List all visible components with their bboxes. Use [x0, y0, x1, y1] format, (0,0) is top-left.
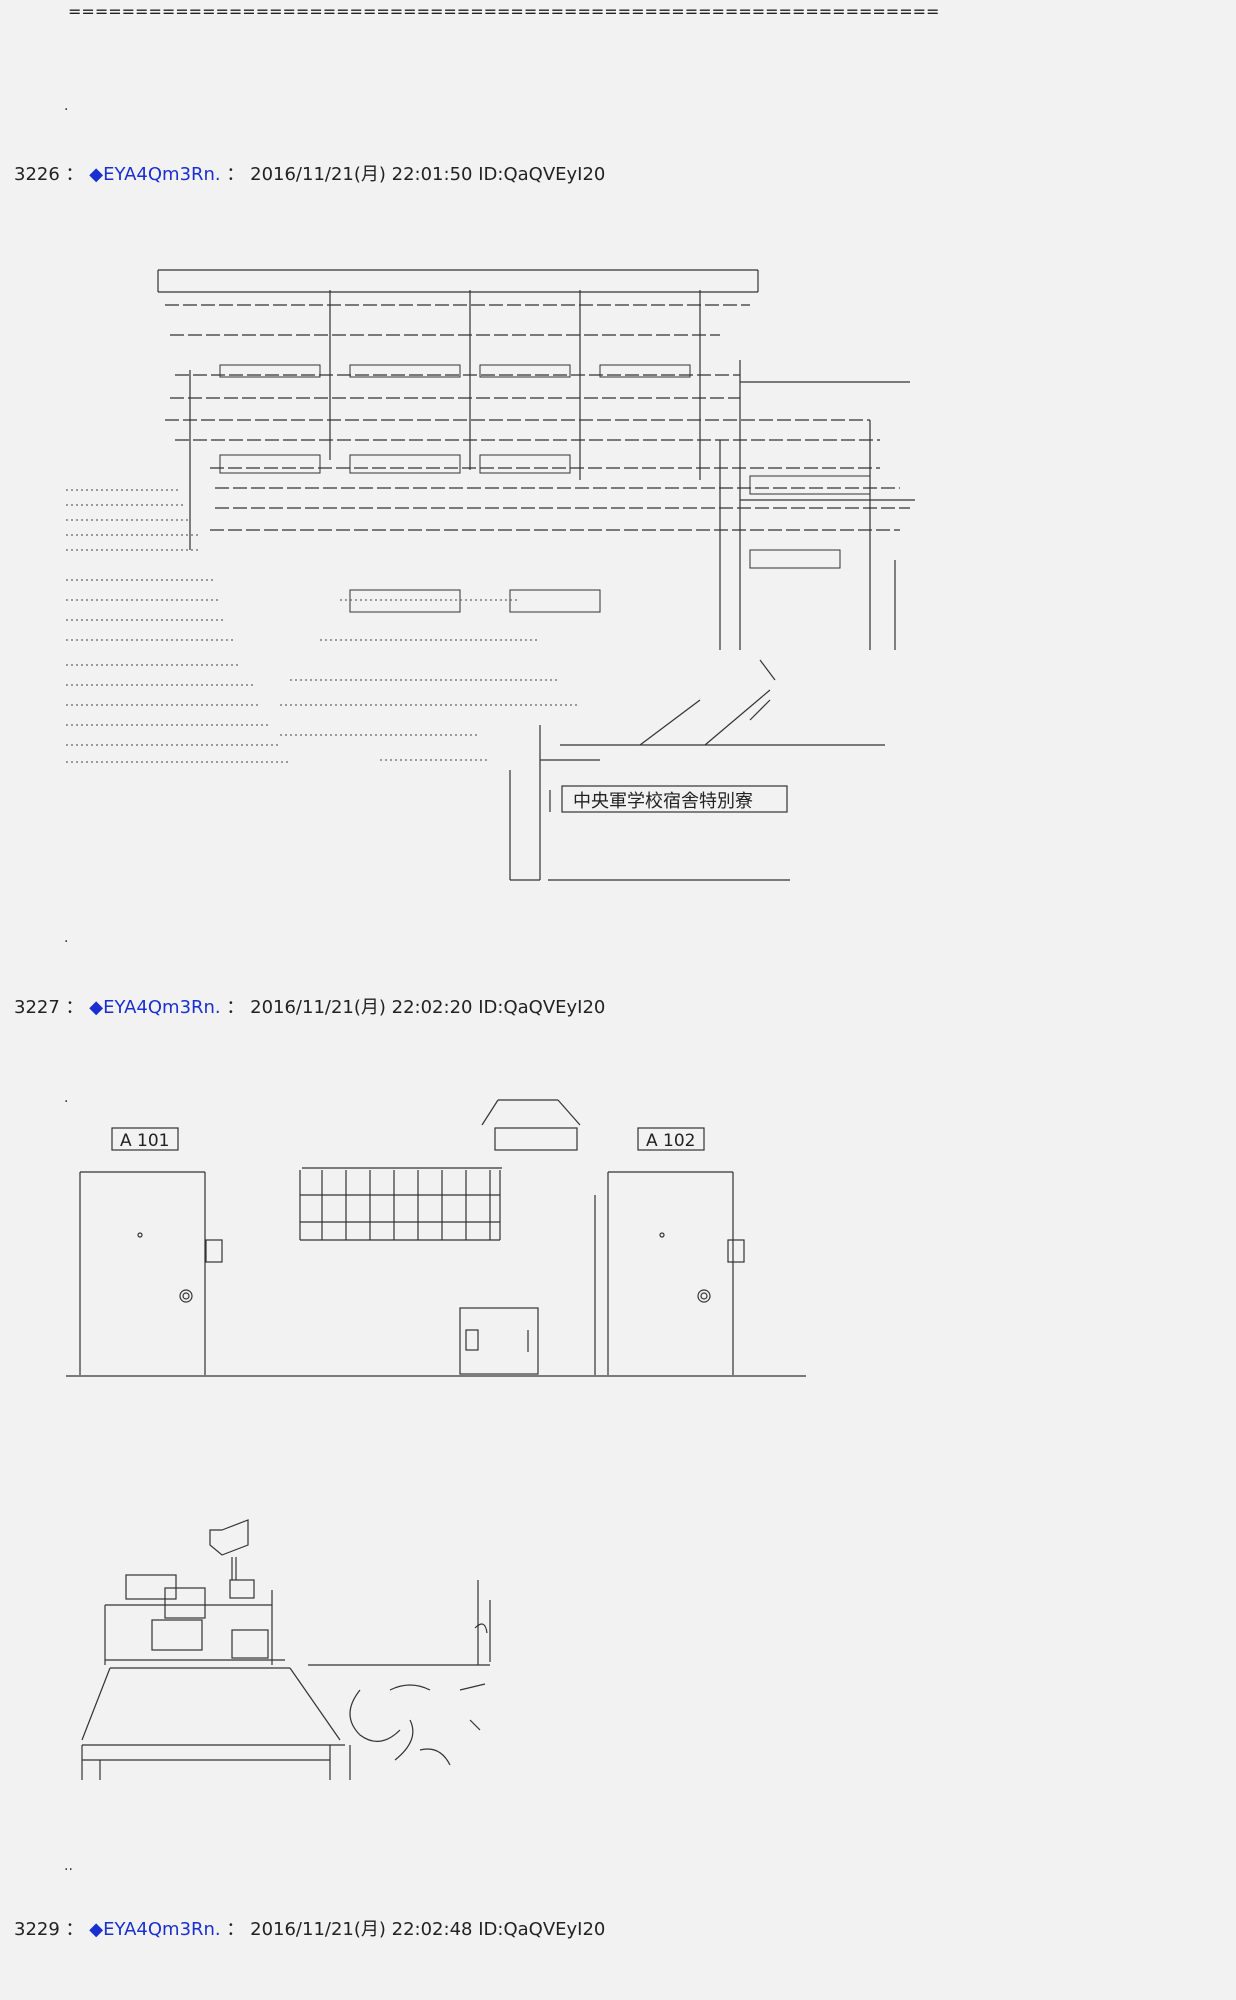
post-sep: ： [226, 1919, 245, 1940]
spacer-dot: . [64, 930, 69, 946]
building-ascii-art: 中央軍学校宿舎特別寮 [0, 0, 1236, 900]
post-id: ID:QaQVEyI20 [478, 164, 606, 185]
post-id: ID:QaQVEyI20 [478, 1919, 606, 1940]
poster-name-link[interactable]: ◆EYA4Qm3Rn. [89, 164, 221, 185]
spacer-dot: . [64, 1090, 69, 1106]
post-number: 3229 [14, 1919, 60, 1940]
post-colon: ： [65, 164, 84, 185]
post-colon: ： [65, 1919, 84, 1940]
door-label-a102: A 102 [646, 1131, 695, 1151]
spacer-dot: . [64, 98, 69, 114]
poster-name-link[interactable]: ◆EYA4Qm3Rn. [89, 1919, 221, 1940]
dorm-sign-text: 中央軍学校宿舎特別寮 [573, 791, 753, 812]
post-datetime: 2016/11/21(月) 22:02:48 [250, 1919, 473, 1940]
separator-line: ========================================… [68, 2, 940, 21]
post-header-3227: 3227 ： ◆EYA4Qm3Rn. ： 2016/11/21(月) 22:02… [14, 993, 605, 1019]
poster-name-link[interactable]: ◆EYA4Qm3Rn. [89, 997, 221, 1018]
spacer-dot: .. [64, 1858, 73, 1874]
post-header-3229: 3229 ： ◆EYA4Qm3Rn. ： 2016/11/21(月) 22:02… [14, 1915, 605, 1941]
post-sep: ： [226, 164, 245, 185]
door-label-a101: A 101 [120, 1131, 169, 1151]
post-datetime: 2016/11/21(月) 22:02:20 [250, 997, 473, 1018]
post-header-3226: 3226 ： ◆EYA4Qm3Rn. ： 2016/11/21(月) 22:01… [14, 160, 605, 186]
post-id: ID:QaQVEyI20 [478, 997, 606, 1018]
post-sep: ： [226, 997, 245, 1018]
post-colon: ： [65, 997, 84, 1018]
post-number: 3226 [14, 164, 60, 185]
post-number: 3227 [14, 997, 60, 1018]
post-datetime: 2016/11/21(月) 22:01:50 [250, 164, 473, 185]
